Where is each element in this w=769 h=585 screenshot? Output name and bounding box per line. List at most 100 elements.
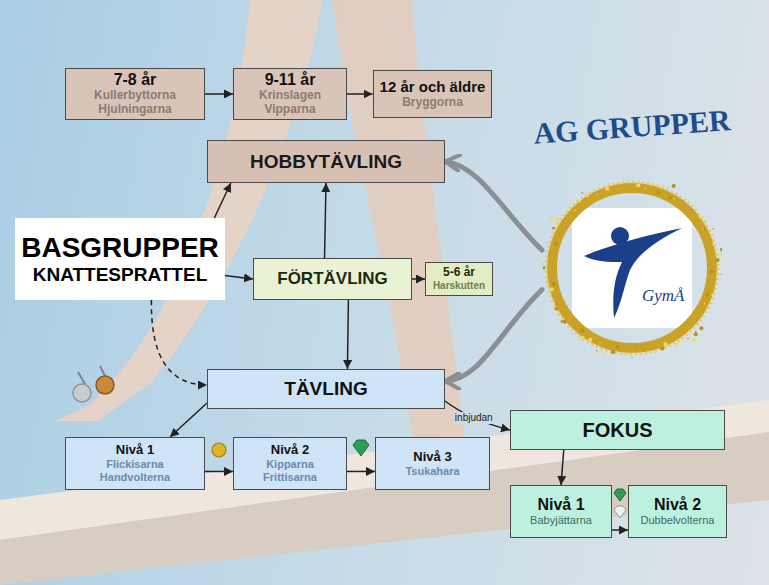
arrow-connector bbox=[412, 278, 425, 280]
group-name: KNATTESPRATTEL bbox=[33, 264, 208, 286]
arrow-connector bbox=[347, 93, 373, 95]
glitter bbox=[675, 343, 679, 347]
glitter bbox=[563, 320, 567, 324]
arrow-connector bbox=[205, 93, 233, 95]
box-heading: Nivå 2 bbox=[654, 496, 701, 514]
box-heading: Nivå 3 bbox=[413, 450, 451, 465]
glitter bbox=[554, 307, 558, 311]
glitter bbox=[552, 227, 555, 230]
glitter bbox=[552, 282, 556, 286]
group-name: Kipparna bbox=[266, 458, 314, 471]
group-box: 5-6 årHarskutten bbox=[425, 262, 493, 296]
glitter bbox=[704, 303, 706, 305]
group-name: Handvolterna bbox=[100, 471, 170, 484]
glitter bbox=[692, 338, 696, 342]
box-heading: HOBBYTÄVLING bbox=[250, 151, 402, 173]
glitter bbox=[692, 209, 694, 211]
glitter bbox=[643, 350, 645, 352]
glitter bbox=[582, 336, 585, 339]
glitter bbox=[655, 184, 657, 186]
glitter-ring bbox=[546, 182, 718, 354]
glitter bbox=[588, 338, 592, 342]
glitter bbox=[721, 273, 722, 275]
group-name: Vipparna bbox=[264, 103, 315, 117]
gold-ring bbox=[552, 188, 712, 348]
group-box: 12 år och äldreBryggorna bbox=[373, 70, 493, 118]
group-name: Kullerbyttorna bbox=[94, 89, 176, 103]
glitter bbox=[555, 218, 559, 222]
arrow-connector bbox=[214, 183, 230, 218]
glitter bbox=[703, 228, 706, 231]
glitter bbox=[660, 347, 664, 351]
green-gem bbox=[353, 440, 369, 456]
glitter bbox=[636, 183, 640, 187]
glitter bbox=[582, 192, 584, 194]
glitter bbox=[548, 254, 550, 256]
arrow-connector bbox=[325, 183, 326, 258]
group-name: Bryggorna bbox=[402, 96, 463, 110]
glitter bbox=[712, 228, 714, 230]
glitter bbox=[695, 331, 697, 333]
arrow-connector bbox=[561, 450, 564, 485]
glitter bbox=[718, 253, 722, 257]
glitter bbox=[603, 185, 605, 187]
arrow-connector bbox=[151, 300, 207, 385]
group-box: Nivå 2KipparnaFrittisarna bbox=[233, 437, 347, 490]
group-box: Nivå 1Babyjättarna bbox=[510, 485, 612, 538]
group-name: Krinslagen bbox=[259, 89, 321, 103]
glitter bbox=[631, 357, 633, 358]
glitter bbox=[712, 243, 715, 246]
diamond bbox=[614, 506, 626, 518]
glitter bbox=[635, 345, 637, 347]
logo-ring bbox=[542, 178, 722, 358]
curved-arrow bbox=[445, 290, 542, 381]
glitter bbox=[706, 292, 710, 296]
box-heading: Nivå 2 bbox=[271, 443, 309, 458]
glitter bbox=[550, 287, 554, 291]
glitter bbox=[711, 294, 714, 297]
group-box: 7-8 årKullerbyttornaHjulningarna bbox=[65, 68, 205, 120]
edge-label: inbjudan bbox=[453, 412, 495, 424]
arrow-connector bbox=[612, 529, 628, 531]
group-box: Nivå 1FlickisarnaHandvolterna bbox=[65, 437, 205, 490]
gymnast-leg bbox=[55, 0, 322, 421]
group-name: Babyjättarna bbox=[530, 514, 592, 527]
gold-medal bbox=[212, 443, 226, 457]
box-heading: 12 år och äldre bbox=[380, 78, 486, 95]
box-heading: BASGRUPPER bbox=[21, 232, 219, 264]
curved-arrow bbox=[445, 162, 542, 251]
glitter bbox=[668, 196, 672, 200]
glitter bbox=[616, 345, 620, 349]
glitter bbox=[596, 350, 598, 352]
glitter bbox=[633, 345, 635, 347]
box-heading: 9-11 år bbox=[265, 71, 316, 89]
glitter bbox=[580, 329, 584, 333]
bronze-medal bbox=[96, 376, 114, 394]
glitter bbox=[716, 258, 720, 262]
glitter bbox=[555, 309, 557, 311]
glitter bbox=[586, 194, 589, 197]
arrow-connector bbox=[347, 300, 349, 369]
glitter bbox=[687, 338, 689, 340]
glitter bbox=[675, 192, 677, 194]
group-box: Nivå 2Dubbelvolterna bbox=[628, 485, 727, 538]
glitter bbox=[611, 350, 615, 354]
arrow-connector bbox=[225, 275, 253, 279]
glitter bbox=[605, 187, 609, 191]
glitter bbox=[575, 209, 577, 211]
glitter bbox=[699, 326, 703, 330]
glitter bbox=[664, 342, 668, 346]
glitter bbox=[578, 200, 581, 203]
group-name: Flickisarna bbox=[106, 458, 163, 471]
glitter bbox=[699, 216, 702, 219]
glitter bbox=[592, 352, 594, 354]
glitter bbox=[673, 198, 675, 200]
glitter bbox=[656, 190, 660, 194]
group-box: TÄVLING bbox=[207, 369, 445, 409]
glitter bbox=[561, 320, 564, 323]
arrow-connector bbox=[347, 471, 375, 473]
glitter bbox=[549, 216, 553, 220]
box-heading: Nivå 1 bbox=[537, 496, 584, 514]
group-heading: AG GRUPPER bbox=[532, 103, 731, 151]
